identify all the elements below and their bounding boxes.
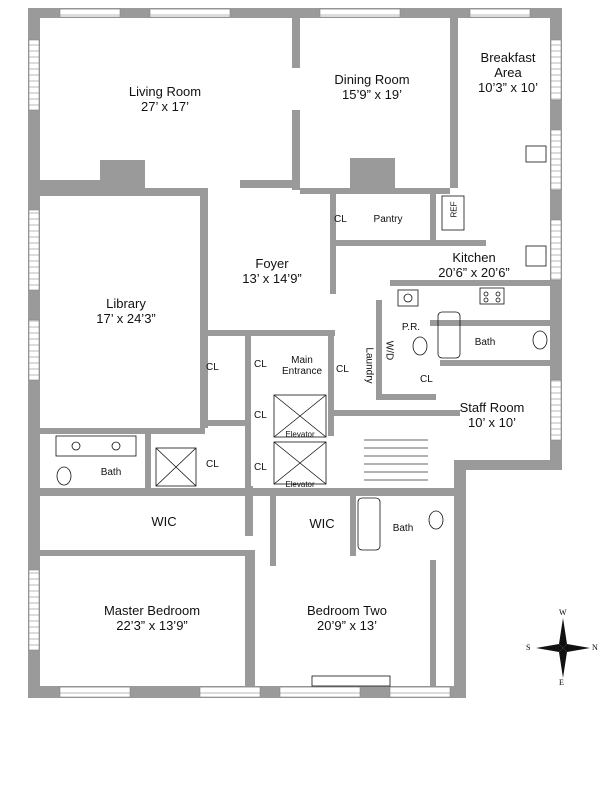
living-room-label: Living Room 27’ x 17’: [100, 84, 230, 114]
bedroom-two-label: Bedroom Two 20’9” x 13’: [292, 603, 402, 633]
staff-bath-name: Bath: [474, 337, 496, 348]
closet-label: CL: [254, 410, 267, 421]
foyer-name: Foyer: [255, 256, 289, 271]
staff-room-label: Staff Room 10’ x 10’: [448, 400, 536, 430]
bedroom-two-bath-label: Bath: [388, 523, 418, 534]
main-entrance-label: Main Entrance: [276, 355, 328, 377]
bedroom-two-name: Bedroom Two: [307, 603, 387, 618]
master-bedroom-name: Master Bedroom: [103, 603, 201, 618]
laundry-label: Laundry: [364, 341, 375, 391]
closet-label: CL: [420, 374, 433, 385]
kitchen-dims: 20’6” x 20’6”: [438, 265, 510, 280]
laundry-name: Laundry: [363, 347, 375, 384]
elevator-2-name: Elevator: [285, 480, 315, 489]
elevator-1-name: Elevator: [285, 430, 315, 439]
master-bath-name: Bath: [100, 467, 122, 478]
compass-e: E: [559, 678, 564, 687]
master-bath-label: Bath: [96, 467, 126, 478]
staff-bath-label: Bath: [470, 337, 500, 348]
wic-two-label: WIC: [300, 516, 344, 531]
bedroom-two-dims: 20’9” x 13’: [317, 618, 377, 633]
breakfast-area-name-2: Area: [494, 65, 522, 80]
breakfast-area-label: Breakfast Area 10’3” x 10’: [462, 50, 554, 95]
breakfast-area-dims: 10’3” x 10’: [478, 80, 538, 95]
pr-name: P.R.: [401, 322, 421, 333]
closet-label: CL: [254, 462, 267, 473]
compass-icon: [536, 618, 590, 678]
breakfast-area-name-1: Breakfast: [480, 50, 536, 65]
elevator-2-label: Elevator: [282, 480, 318, 489]
fixtures: [55, 145, 548, 687]
main-entrance-line-2: Entrance: [281, 366, 323, 377]
wd-name: W/D: [383, 340, 395, 361]
foyer-dims: 13’ x 14’9”: [242, 271, 302, 286]
closet-label: CL: [254, 359, 267, 370]
compass-n: N: [592, 643, 598, 652]
foyer-label: Foyer 13’ x 14’9”: [222, 256, 322, 286]
wic-two-name: WIC: [309, 516, 335, 531]
ref-name: REF: [449, 201, 459, 218]
ref-label: REF: [449, 201, 459, 218]
main-entrance-line-1: Main: [291, 355, 313, 366]
bedroom-two-bath-name: Bath: [392, 523, 414, 534]
wd-label: W/D: [384, 336, 395, 366]
master-bedroom-label: Master Bedroom 22’3” x 13’9”: [82, 603, 222, 633]
closet-label: CL: [206, 459, 219, 470]
dining-room-dims: 15’9” x 19’: [342, 87, 402, 102]
master-bedroom-dims: 22’3” x 13’9”: [116, 618, 188, 633]
kitchen-name: Kitchen: [452, 250, 496, 265]
pantry-name: Pantry: [373, 214, 403, 225]
pantry-label: Pantry: [366, 214, 410, 225]
living-room-dims: 27’ x 17’: [141, 99, 189, 114]
compass-w: W: [559, 608, 567, 617]
dining-room-label: Dining Room 15’9” x 19’: [312, 72, 432, 102]
living-room-name: Living Room: [128, 84, 202, 99]
closet-label: CL: [334, 214, 347, 225]
wic-master-name: WIC: [151, 514, 177, 529]
interior-walls: [40, 18, 550, 686]
staff-room-dims: 10’ x 10’: [468, 415, 516, 430]
elevator-1-label: Elevator: [282, 430, 318, 439]
stairs: [364, 439, 428, 481]
compass-rose: W S N E: [526, 608, 598, 688]
windows: [28, 8, 562, 698]
compass-s: S: [526, 643, 531, 652]
library-label: Library 17’ x 24’3”: [76, 296, 176, 326]
kitchen-label: Kitchen 20’6” x 20’6”: [426, 250, 522, 280]
wic-master-label: WIC: [142, 514, 186, 529]
library-dims: 17’ x 24’3”: [96, 311, 156, 326]
closet-label: CL: [336, 364, 349, 375]
library-name: Library: [106, 296, 146, 311]
dining-room-name: Dining Room: [334, 72, 410, 87]
closet-label: CL: [206, 362, 219, 373]
pr-label: P.R.: [396, 322, 426, 333]
elevators: [273, 394, 327, 485]
staff-room-name: Staff Room: [459, 400, 525, 415]
